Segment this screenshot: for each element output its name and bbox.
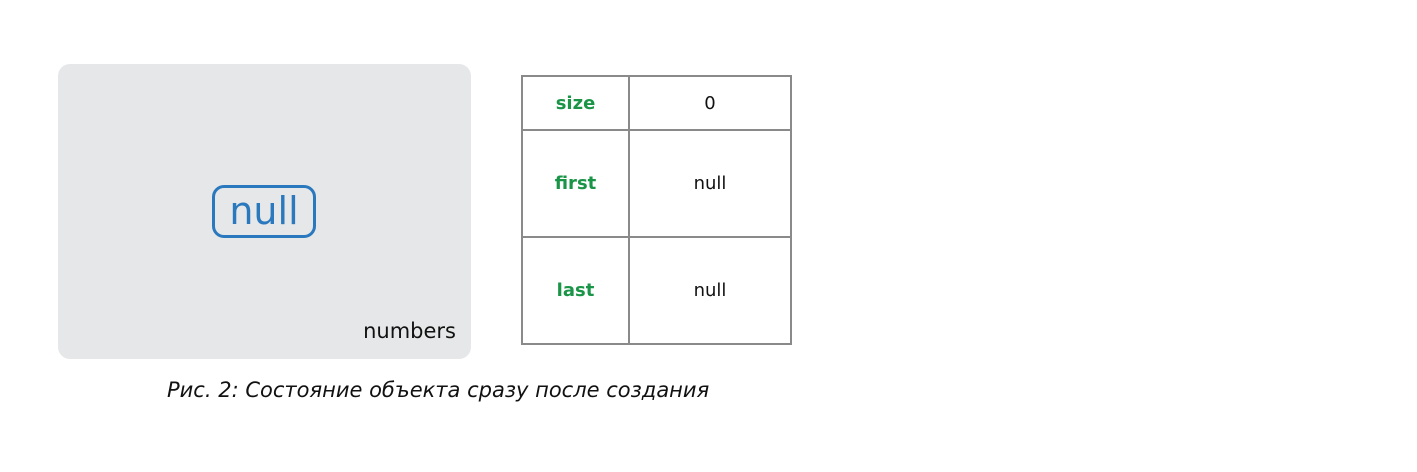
field-name-first: first xyxy=(521,129,630,238)
field-value-first: null xyxy=(628,129,792,238)
null-reference-pill: null xyxy=(212,185,316,238)
object-fields-table: size 0 first null last null xyxy=(521,75,792,345)
field-row-first: first null xyxy=(521,129,792,238)
variable-numbers-box: null numbers xyxy=(58,64,471,359)
field-value-last: null xyxy=(628,236,792,345)
field-row-size: size 0 xyxy=(521,75,792,131)
field-value-size: 0 xyxy=(628,75,792,131)
figure-caption: Рис. 2: Состояние объекта сразу после со… xyxy=(167,378,710,402)
field-name-last: last xyxy=(521,236,630,345)
variable-name-label: numbers xyxy=(363,319,456,343)
field-name-size: size xyxy=(521,75,630,131)
field-row-last: last null xyxy=(521,236,792,345)
